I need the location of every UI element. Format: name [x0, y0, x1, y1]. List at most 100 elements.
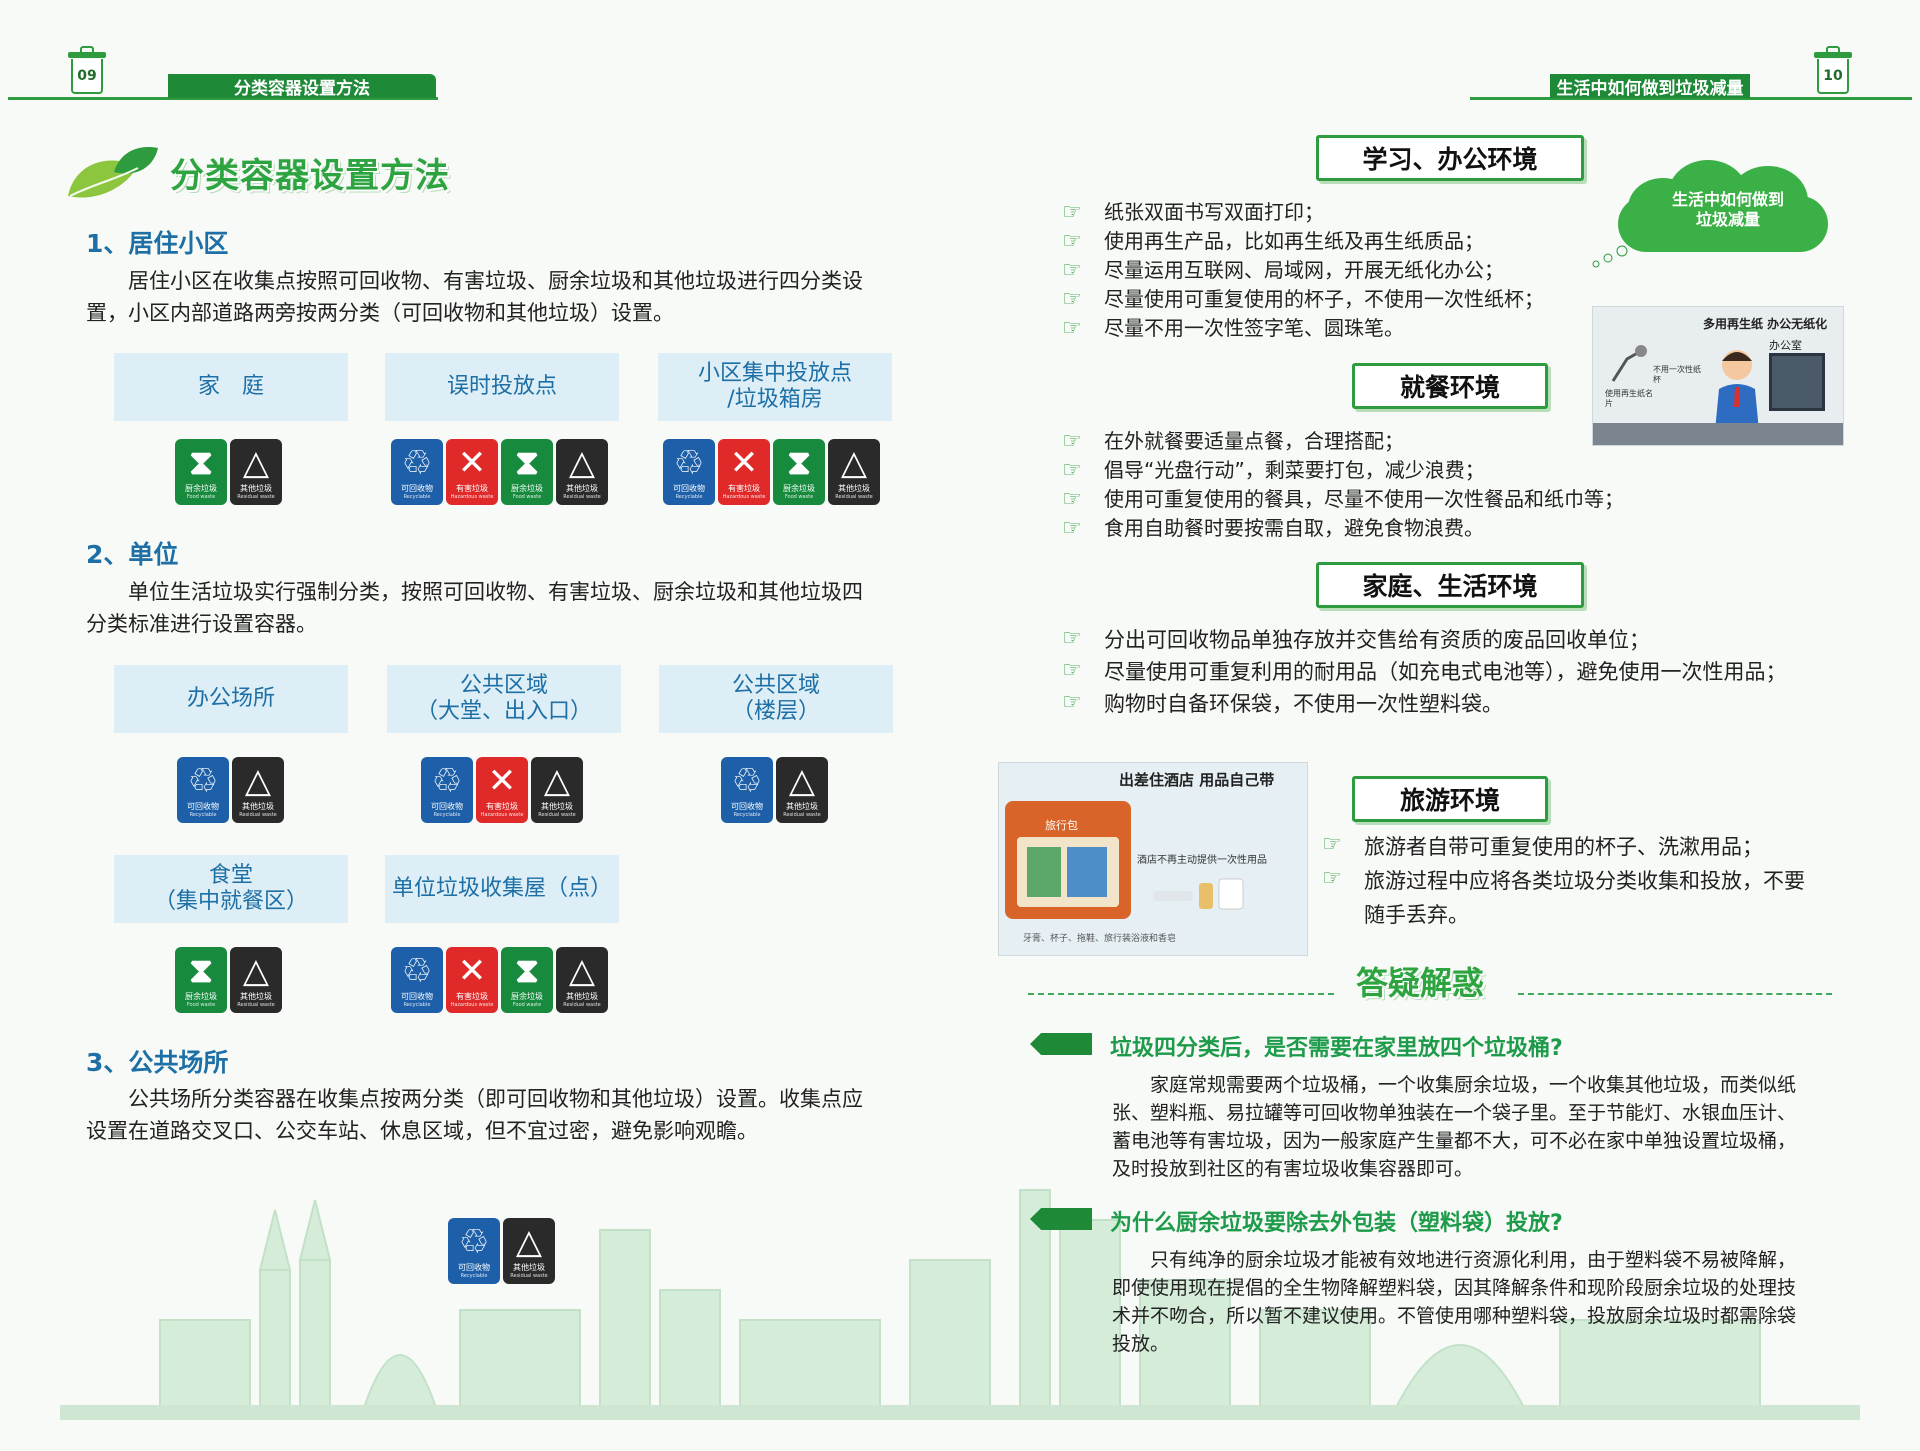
list-item: ☞倡导“光盘行动”，剩菜要打包，减少浪费；	[1062, 458, 1485, 483]
recycle-icon: ♲	[458, 1222, 490, 1262]
section-title-residential: 1、居住小区	[86, 229, 229, 258]
env-title-dining: 就餐环境	[1352, 363, 1548, 409]
faq-divider-left	[1028, 993, 1334, 995]
list-item: ☞尽量运用互联网、局域网，开展无纸化办公；	[1062, 258, 1504, 283]
category-unit-collection: 单位垃圾收集屋（点）	[385, 855, 619, 923]
pointing-hand-icon: ☞	[1062, 690, 1082, 715]
section-text-residential: 居住小区在收集点按照可回收物、有害垃圾、厨余垃圾和其他垃圾进行四分类设置，小区内…	[86, 269, 863, 325]
hourglass-icon: ⧗	[515, 951, 539, 991]
faq-question-1: 垃圾四分类后，是否需要在家里放四个垃圾桶?	[1110, 1036, 1563, 1061]
hazard-cross-icon: ✕	[457, 951, 487, 991]
pointing-hand-icon: ☞	[1062, 200, 1082, 225]
env-title-home: 家庭、生活环境	[1316, 562, 1584, 608]
triangle-icon: △	[568, 951, 596, 991]
right-page-number: 10	[1817, 59, 1849, 94]
hourglass-icon: ⧗	[189, 443, 213, 483]
recycle-icon: ♲	[401, 443, 433, 483]
pointing-hand-icon: ☞	[1062, 458, 1082, 483]
hotel-illustration: 出差住酒店 用品自己带 旅行包 酒店不再主动提供一次性用品 牙膏、杯子、拖鞋、旅…	[998, 762, 1308, 956]
cloud-text: 生活中如何做到 垃圾减量	[1671, 190, 1784, 229]
env-list-dining: ☞在外就餐要适量点餐，合理搭配； ☞倡导“光盘行动”，剩菜要打包，减少浪费； ☞…	[1062, 427, 1702, 543]
office-illustration: 多用再生纸 办公无纸化 办公室 不用一次性纸杯 使用再生纸名片	[1592, 306, 1844, 446]
slogan-cloud: 生活中如何做到 垃圾减量	[1618, 156, 1834, 256]
category-public-area-lobby: 公共区域 （大堂、出入口）	[387, 665, 621, 733]
left-page-number: 09	[71, 59, 103, 94]
hourglass-icon: ⧗	[189, 951, 213, 991]
list-item: ☞旅游过程中应将各类垃圾分类收集和投放，不要随手丢弃。	[1322, 866, 1805, 927]
triangle-icon: △	[244, 761, 272, 801]
list-item: ☞尽量使用可重复使用的杯子，不使用一次性纸杯；	[1062, 287, 1544, 312]
desk-lamp-icon	[1607, 343, 1647, 383]
hazard-cross-icon: ✕	[729, 443, 759, 483]
env-title-travel: 旅游环境	[1352, 776, 1548, 822]
env-list-travel: ☞旅游者自带可重复使用的杯子、洗漱用品； ☞旅游过程中应将各类垃圾分类收集和投放…	[1322, 830, 1822, 932]
category-community-point: 小区集中投放点 /垃圾箱房	[658, 353, 892, 421]
hotel-illus-note: 酒店不再主动提供一次性用品	[1137, 855, 1267, 866]
list-item: ☞使用再生产品，比如再生纸及再生纸质品；	[1062, 229, 1484, 254]
triangle-icon: △	[242, 443, 270, 483]
hotel-illus-bag-label: 旅行包	[1045, 819, 1078, 832]
hourglass-icon: ⧗	[515, 443, 539, 483]
hazard-cross-icon: ✕	[487, 761, 517, 801]
hotel-illus-items: 牙膏、杯子、拖鞋、旅行装浴液和香皂	[1023, 934, 1177, 944]
right-header-line	[1470, 97, 1912, 100]
right-header-title: 生活中如何做到垃圾减量	[1550, 74, 1750, 99]
env-list-office: ☞纸张双面书写双面打印； ☞使用再生产品，比如再生纸及再生纸质品； ☞尽量运用互…	[1062, 198, 1602, 343]
office-illus-note-cup: 不用一次性纸杯	[1653, 365, 1701, 384]
faq-divider-right	[1518, 993, 1832, 995]
pointing-hand-icon: ☞	[1062, 316, 1082, 341]
pointing-hand-icon: ☞	[1322, 832, 1342, 857]
triangle-icon: △	[788, 761, 816, 801]
pointing-hand-icon: ☞	[1062, 516, 1082, 541]
pointing-hand-icon: ☞	[1062, 287, 1082, 312]
recycle-icon: ♲	[401, 951, 433, 991]
list-item: ☞尽量不用一次性签字笔、圆珠笔。	[1062, 316, 1404, 341]
pointing-hand-icon: ☞	[1062, 229, 1082, 254]
person-icon	[1709, 347, 1765, 431]
pointing-hand-icon: ☞	[1062, 658, 1082, 683]
pointing-hand-icon: ☞	[1062, 429, 1082, 454]
triangle-icon: △	[840, 443, 868, 483]
question-flag-icon	[1030, 1208, 1092, 1230]
page-title: 分类容器设置方法	[170, 156, 450, 196]
category-home: 家 庭	[114, 353, 348, 421]
leaf-icon	[64, 140, 164, 202]
office-illus-caption: 多用再生纸 办公无纸化	[1703, 317, 1828, 331]
recycle-icon: ♲	[673, 443, 705, 483]
env-title-office: 学习、办公环境	[1316, 135, 1584, 181]
left-header-title: 分类容器设置方法	[168, 74, 436, 99]
desk	[1593, 423, 1843, 445]
category-canteen: 食堂 （集中就餐区）	[114, 855, 348, 923]
office-illus-room: 办公室	[1769, 339, 1802, 352]
list-item: ☞纸张双面书写双面打印；	[1062, 200, 1324, 225]
recycle-icon: ♲	[187, 761, 219, 801]
hotel-illus-caption: 出差住酒店 用品自己带	[1119, 771, 1275, 789]
cloud-dots-decoration	[1590, 244, 1630, 268]
category-office: 办公场所	[114, 665, 348, 733]
pointing-hand-icon: ☞	[1322, 866, 1342, 891]
pointing-hand-icon: ☞	[1062, 258, 1082, 283]
list-item: ☞购物时自备环保袋，不使用一次性塑料袋。	[1062, 690, 1503, 716]
triangle-icon: △	[568, 443, 596, 483]
faq-answer-2: 只有纯净的厨余垃圾才能被有效地进行资源化利用，由于塑料袋不易被降解，即使使用现在…	[1112, 1249, 1797, 1355]
faq-question-2: 为什么厨余垃圾要除去外包装（塑料袋）投放?	[1110, 1211, 1563, 1236]
